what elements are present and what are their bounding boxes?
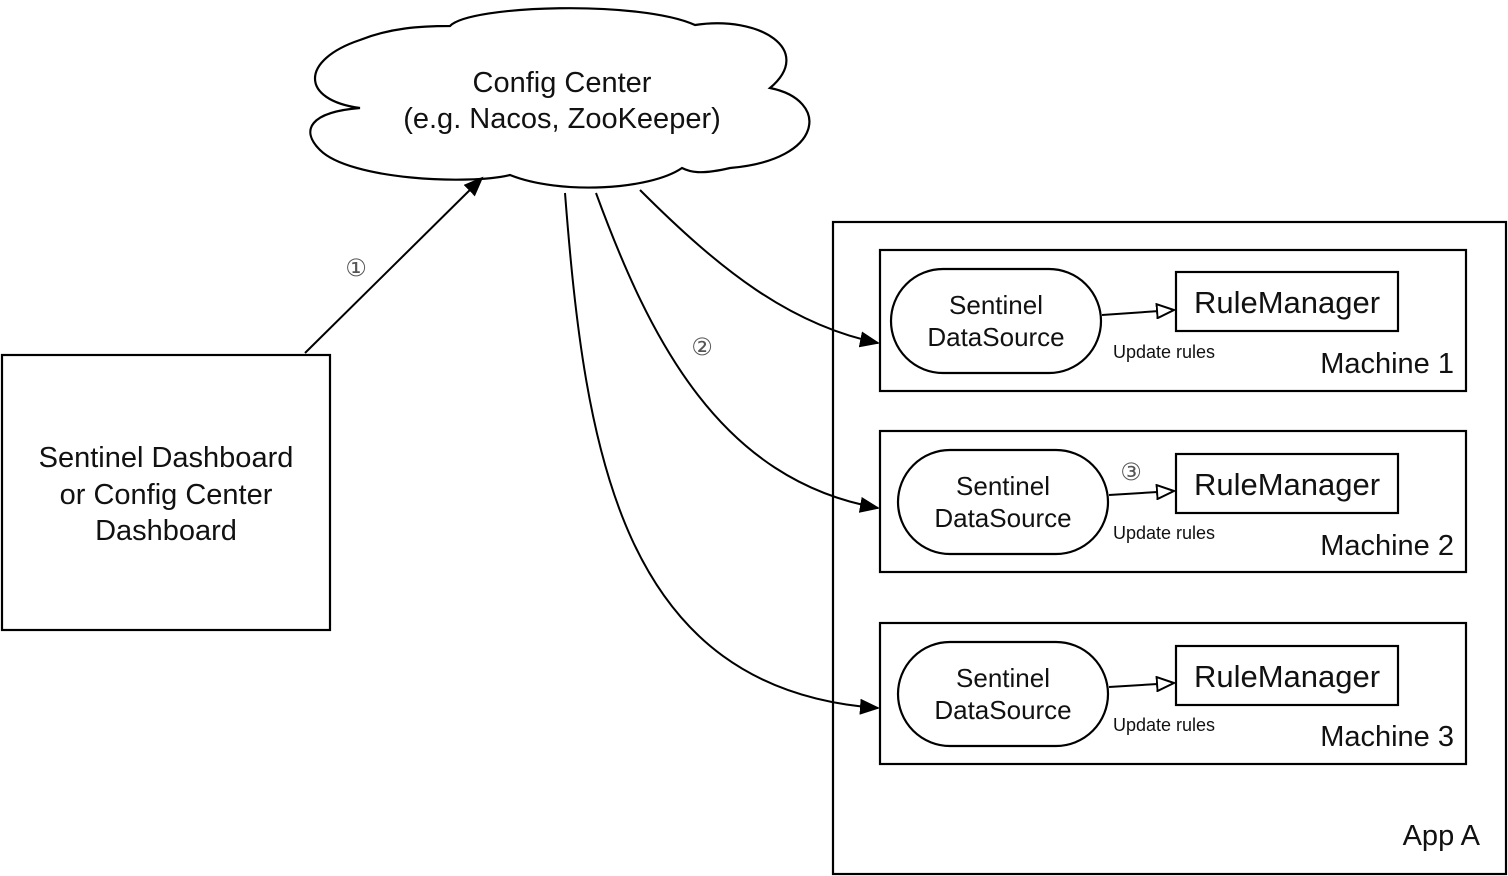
step-2-badge: ②	[691, 333, 713, 361]
machine-3-rule-manager-label: RuleManager	[1194, 659, 1380, 694]
app-a-label: App A	[1403, 820, 1481, 852]
machine-2: Sentinel DataSource RuleManager ③ Update…	[878, 429, 1468, 574]
machine-2-rule-manager-label: RuleManager	[1194, 467, 1380, 502]
machine-3-datasource	[896, 640, 1110, 748]
config-center-subtitle: (e.g. Nacos, ZooKeeper)	[403, 103, 721, 135]
machine-3-datasource-line-1: Sentinel	[956, 663, 1050, 693]
machine-1-rule-manager	[1174, 270, 1400, 333]
machine-1-rule-manager-label: RuleManager	[1194, 285, 1380, 320]
machine-2-datasource-line-1: Sentinel	[956, 471, 1050, 501]
machine-3-datasource-line-2: DataSource	[934, 695, 1071, 725]
config-center-title: Config Center	[473, 67, 652, 99]
dashboard-box	[0, 353, 332, 632]
machine-1-update-label: Update rules	[1113, 342, 1215, 362]
step-3-badge: ③	[1120, 458, 1142, 486]
machine-3-label: Machine 3	[1320, 721, 1454, 753]
dashboard-label-line-1: Sentinel Dashboard	[39, 442, 294, 474]
machine-2-update-label: Update rules	[1113, 523, 1215, 543]
machine-3: Sentinel DataSource RuleManager Update r…	[878, 621, 1468, 766]
machine-2-rule-manager	[1174, 452, 1400, 515]
edge-push-machine-3	[564, 192, 880, 715]
machine-1: Sentinel DataSource RuleManager Update r…	[878, 248, 1468, 393]
machine-3-update-label: Update rules	[1113, 715, 1215, 735]
machine-2-datasource-line-2: DataSource	[934, 503, 1071, 533]
machine-1-datasource-line-2: DataSource	[927, 322, 1064, 352]
machine-1-label: Machine 1	[1320, 348, 1454, 380]
edge-push-machine-1	[639, 189, 880, 348]
machine-1-datasource	[889, 267, 1103, 375]
dashboard-label-line-3: Dashboard	[95, 515, 237, 547]
machine-3-rule-manager	[1174, 644, 1400, 707]
config-center-cloud	[309, 7, 811, 189]
machine-2-label: Machine 2	[1320, 530, 1454, 562]
step-1-badge: ①	[345, 254, 367, 282]
machine-2-datasource	[896, 448, 1110, 556]
dashboard-label-line-2: or Config Center	[60, 479, 273, 511]
machine-3-update-edge	[1108, 683, 1174, 687]
edge-push-machine-2	[595, 192, 880, 513]
edge-publish-rules	[304, 176, 484, 354]
machine-1-datasource-line-1: Sentinel	[949, 290, 1043, 320]
machine-2-update-edge	[1108, 491, 1174, 495]
machine-1-update-edge	[1101, 310, 1174, 315]
